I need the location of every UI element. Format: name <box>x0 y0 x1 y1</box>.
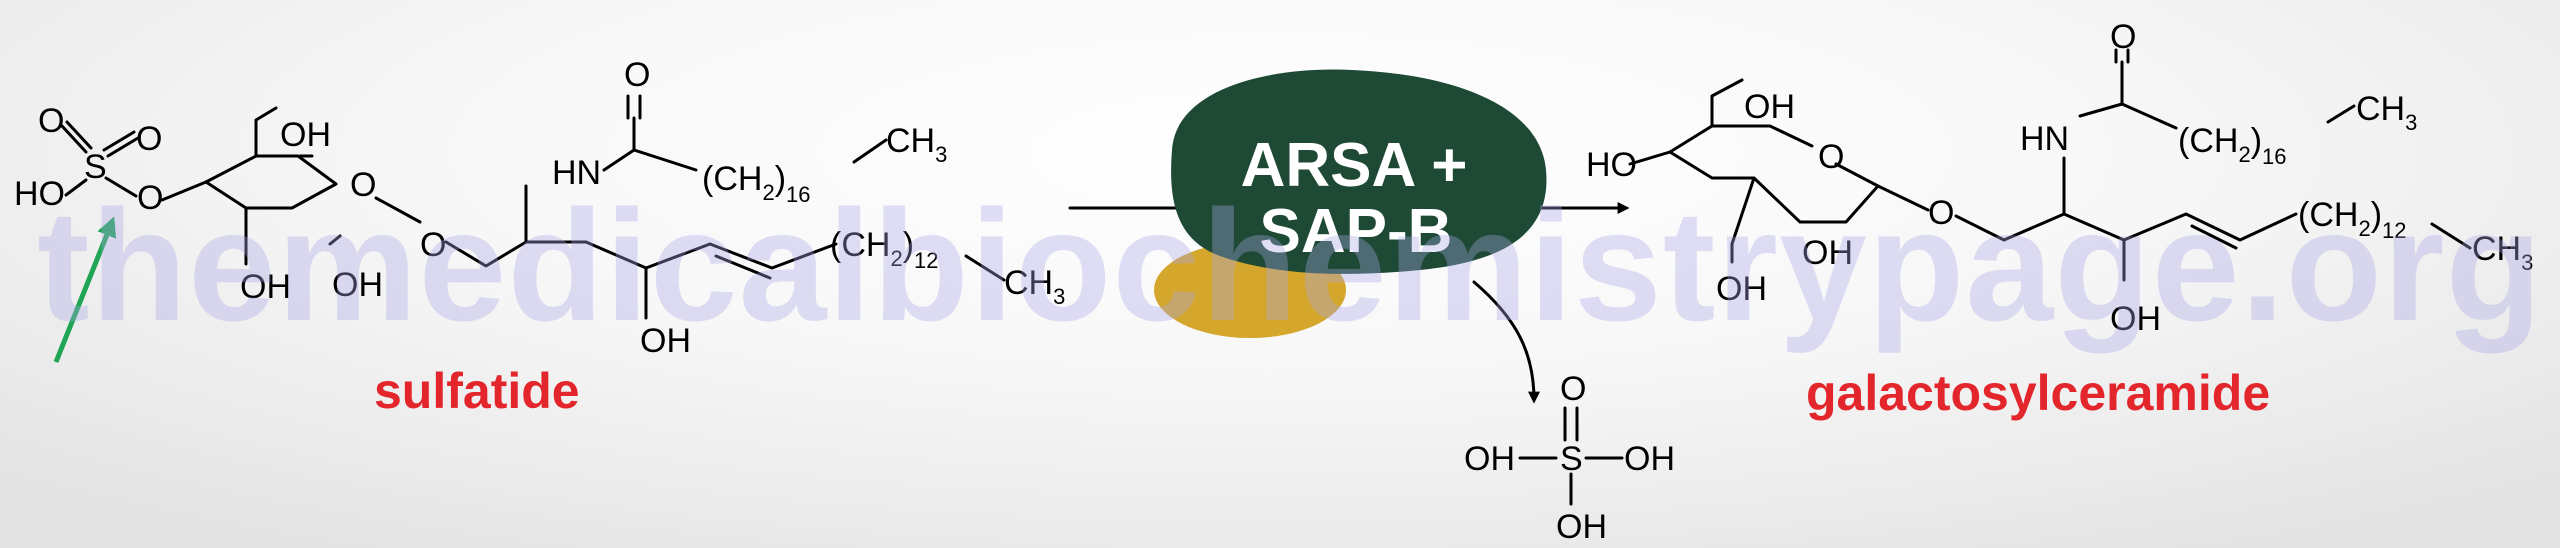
glycosidic-o: O <box>420 226 446 264</box>
galactosylceramide-label: galactosylceramide <box>1806 365 2270 421</box>
enzyme-label-line1: ARSA + <box>1241 131 1468 200</box>
sulfate-group: O O S HO O <box>14 102 208 217</box>
bond-s-o-double-1 <box>60 120 93 154</box>
sulfatide-structure: O O S HO O O OH O OH OH O <box>14 56 1065 419</box>
h2so4-s: S <box>1560 440 1583 478</box>
h2so4-oh-left: OH <box>1464 440 1515 478</box>
enzyme-label-line2: SAP-B <box>1260 197 1453 266</box>
prod-trans-double <box>2122 212 2298 242</box>
sulfate-link-o: O <box>137 179 163 217</box>
acyl-end-ch3: CH3 <box>886 122 947 167</box>
prod-glyco-o: O <box>1928 194 1954 232</box>
prod-c5-c6 <box>1668 78 1744 154</box>
h2so4-double-bond <box>1563 406 1579 442</box>
sulfatide-label: sulfatide <box>374 363 580 419</box>
prod-ring-upper <box>1710 124 1814 148</box>
sulfate-o-top-right: O <box>136 120 162 158</box>
galactose-ring: O OH O OH OH O <box>204 106 446 306</box>
prod-ring-lower <box>1752 162 1880 224</box>
prod-c3-bond <box>1730 176 1756 264</box>
prod-trans-double-inner <box>2190 224 2238 250</box>
watermark: themedicalbiochemistrypage.org <box>37 178 2543 354</box>
reaction-arrow-group: ARSA + SAP-B <box>1068 69 1630 404</box>
c2-oh: OH <box>332 266 383 304</box>
sph-oh: OH <box>640 322 691 360</box>
sph-chain: (CH2)12 <box>830 226 939 273</box>
carbonyl-double <box>626 94 642 120</box>
c6-oh: OH <box>280 116 331 154</box>
prod-acyl-end: CH3 <box>2356 90 2417 135</box>
acyl-chain: (CH2)16 <box>702 160 811 207</box>
bond-c5-c6 <box>254 106 278 158</box>
prod-c6-oh: OH <box>1744 88 1795 126</box>
h2so4-o-top: O <box>1560 370 1586 408</box>
carbonyl-o: O <box>624 56 650 94</box>
prod-glyco-bond <box>1876 184 1930 212</box>
sulfate-o-top-left: O <box>38 102 64 140</box>
ring-o: O <box>350 166 376 204</box>
bond-s-o-double-2 <box>102 130 140 158</box>
prod-carbonyl-chain <box>2120 102 2178 130</box>
bond-s-o-link <box>104 176 138 198</box>
bond-trans-double <box>644 242 838 270</box>
enzyme-blob <box>1171 69 1547 274</box>
prod-n-carbonyl <box>2078 60 2124 118</box>
prod-ceramide-backbone <box>1954 156 2066 242</box>
prod-carbonyl-o: O <box>2110 18 2136 56</box>
sulfate-ho: HO <box>14 175 65 213</box>
bond-o-c4 <box>160 180 208 202</box>
prod-carbonyl-double <box>2114 48 2130 64</box>
bond-c1-glyco <box>374 196 422 224</box>
prod-sph-oh: OH <box>2110 300 2161 338</box>
bond-s-oh <box>64 178 88 197</box>
h2so4-oh-right: OH <box>1624 440 1675 478</box>
prod-c4-ho: HO <box>1586 146 1637 184</box>
sulfate-s-atom: S <box>84 148 107 186</box>
bond-carbonyl-chain <box>632 148 698 172</box>
bond-n-carbonyl <box>602 116 636 172</box>
prod-acyl-chain: (CH2)16 <box>2178 122 2287 169</box>
c3-oh: OH <box>240 268 291 306</box>
prod-amide-nh: HN <box>2020 120 2069 158</box>
prod-c2-oh: OH <box>1802 234 1853 272</box>
bond-acyl-end <box>852 138 888 164</box>
prod-c3-oh: OH <box>1716 270 1767 308</box>
galactosylceramide-structure: HO OH O OH OH O HN O (CH2)16 CH3 OH (CH2… <box>1586 18 2533 421</box>
sulfuric-acid-structure: O OH S OH OH <box>1464 370 1675 546</box>
prod-sph-end: CH3 <box>2472 230 2533 275</box>
prod-sph-end-bond <box>2430 222 2472 250</box>
sph-end-ch3: CH3 <box>1004 264 1065 309</box>
bond-sph-end <box>964 254 1006 282</box>
release-arrow <box>1472 280 1540 404</box>
prod-ring-o: O <box>1818 138 1844 176</box>
bond-trans-double-inner <box>714 254 772 280</box>
bond-glyco-c1-c2 <box>444 184 528 268</box>
prod-acyl-end-bond <box>2326 104 2356 124</box>
amide-nh: HN <box>552 154 601 192</box>
highlight-arrow <box>53 216 117 363</box>
ceramide-backbone: HN O (CH2)16 CH3 OH (CH2)12 CH3 <box>444 56 1065 360</box>
h2so4-oh-bottom: OH <box>1556 508 1607 546</box>
prod-sph-chain: (CH2)12 <box>2298 196 2407 243</box>
